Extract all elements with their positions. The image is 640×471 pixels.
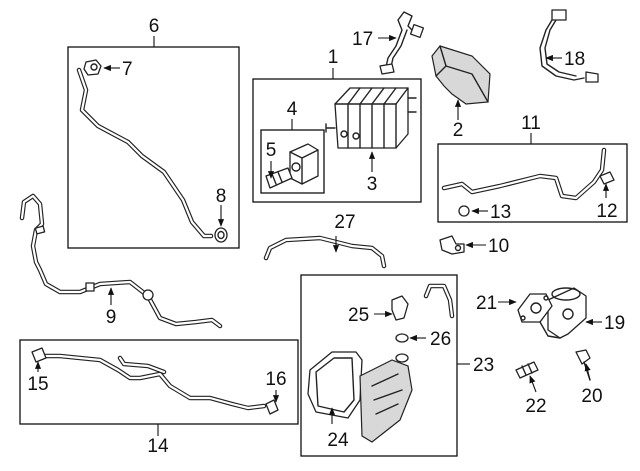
clip-16 [265,399,279,415]
sensor-17 [379,11,425,75]
vapor-tube-11 [441,147,607,201]
callout-17: 17 [352,29,373,50]
fitting-10 [439,235,465,255]
clip-15 [31,347,47,363]
callout-26: 26 [430,329,451,350]
callout-22: 22 [525,396,546,417]
hose-27 [263,235,387,269]
fitting-13 [458,205,470,217]
grommet-8 [214,227,228,243]
vapor-tube-9 [19,193,223,329]
callout-6: 6 [149,16,160,37]
callout-9: 9 [106,307,117,328]
valve-19 [539,287,587,339]
gasket-21 [517,293,553,323]
box-group-14 [19,339,299,425]
callout-23: 23 [473,355,494,376]
cap-12 [599,171,615,185]
box-group-1 [252,78,422,203]
cover-23 [359,359,413,443]
bracket-2 [431,45,491,105]
sensor-18 [539,9,599,83]
callout-14: 14 [147,436,169,457]
callout-3: 3 [367,174,378,195]
callout-10: 10 [488,236,509,257]
callout-15: 15 [27,374,48,395]
vapor-tube-6 [76,67,214,239]
callout-18: 18 [564,49,585,70]
callout-8: 8 [216,186,227,207]
callout-24: 24 [327,430,349,451]
callout-20: 20 [581,386,602,407]
box-group-11 [437,143,628,223]
canister-3 [325,87,417,149]
callout-16: 16 [265,369,286,390]
callout-21: 21 [476,293,497,314]
callout-27: 27 [334,212,355,233]
callout-11: 11 [521,113,541,134]
callout-12: 12 [596,201,617,222]
cover-gasket-24 [307,351,363,419]
box-group-23 [300,274,458,457]
vapor-tube-14 [39,353,267,411]
callout-5: 5 [266,140,277,161]
leader-lines [34,34,610,436]
callout-2: 2 [453,120,464,141]
box-group-6 [67,46,240,249]
bolt-20 [575,349,591,381]
purge-valve-4 [289,143,319,185]
washer-26 [395,333,409,363]
stud-22 [515,361,539,379]
callout-25: 25 [348,305,369,326]
connector-7 [83,59,102,76]
fitting-25 [391,295,409,321]
valve-fitting-5 [265,167,293,189]
callout-13: 13 [490,202,511,223]
callout-1: 1 [328,47,339,68]
callout-7: 7 [122,59,133,80]
hose-bend-23 [423,283,455,319]
callout-19: 19 [604,313,625,334]
callout-4: 4 [287,99,298,120]
